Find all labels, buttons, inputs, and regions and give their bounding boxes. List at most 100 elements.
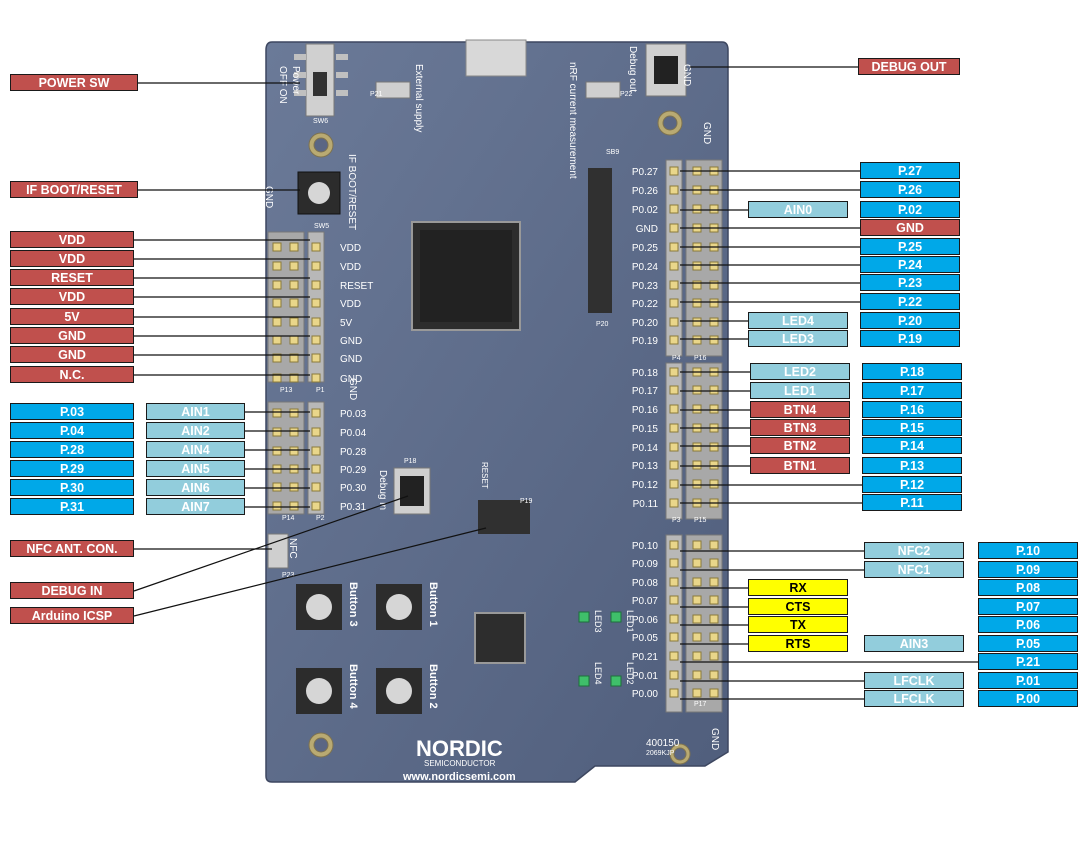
- label-p1-reset: RESET: [10, 269, 134, 286]
- header-pin: [272, 373, 282, 383]
- header-pin: [311, 242, 321, 252]
- label-p17-p06: P.06: [978, 616, 1078, 633]
- p4-pin-label: P0.19: [632, 336, 659, 347]
- header-pin: [669, 223, 679, 233]
- label-p3-p12: P.12: [862, 476, 962, 493]
- label-p3-p15: P.15: [862, 419, 962, 436]
- header-pin: [289, 446, 299, 456]
- header-name-silk: P20: [596, 321, 609, 328]
- p3-pin-label: P0.11: [633, 499, 659, 510]
- button2-silk: Button 2: [427, 664, 439, 709]
- label-arduino-icsp: Arduino ICSP: [10, 607, 134, 624]
- header-pin: [272, 353, 282, 363]
- leader-line: [133, 495, 409, 592]
- label-p17-p07: P.07: [978, 598, 1078, 615]
- label-p17-ain3: AIN3: [864, 635, 964, 652]
- header-pin: [709, 298, 719, 308]
- button4-silk: Button 4: [347, 664, 359, 709]
- label-p4-ain0: AIN0: [748, 201, 848, 218]
- label-p3-p17: P.17: [862, 382, 962, 399]
- usb-connector: [465, 39, 527, 77]
- header-pin: [669, 558, 679, 568]
- header-pin: [311, 464, 321, 474]
- label-if-boot-reset: IF BOOT/RESET: [10, 181, 138, 198]
- p14-header-body: [267, 401, 305, 515]
- label-p1-gnd-1: GND: [10, 327, 134, 344]
- header-pin: [289, 427, 299, 437]
- header-pin: [692, 335, 702, 345]
- label-p3-p14: P.14: [862, 437, 962, 454]
- header-pin: [709, 204, 719, 214]
- header-pin: [709, 688, 719, 698]
- debug-in-connector: [393, 467, 431, 515]
- header-pin: [709, 577, 719, 587]
- label-power-sw: POWER SW: [10, 74, 138, 91]
- header-pin: [272, 335, 282, 345]
- label-p1-vdd-2: VDD: [10, 250, 134, 267]
- header-pin: [709, 595, 719, 605]
- label-p3-p16: P.16: [862, 401, 962, 418]
- label-p2-ain2: AIN2: [146, 422, 245, 439]
- header-pin: [311, 446, 321, 456]
- header-pin: [709, 442, 719, 452]
- header-pin: [669, 498, 679, 508]
- p17-pin-label: P0.08: [632, 578, 659, 589]
- label-p17-cts: CTS: [748, 598, 848, 615]
- header-pin: [692, 632, 702, 642]
- header-pin: [272, 446, 282, 456]
- header-pin: [272, 280, 282, 290]
- p1-pin-label: RESET: [340, 281, 373, 292]
- p1-pin-label: VDD: [340, 299, 361, 310]
- label-p4-p26: P.26: [860, 181, 960, 198]
- p3-pin-label: P0.17: [632, 386, 659, 397]
- gnd-silk: GND: [681, 64, 692, 86]
- label-p4-led4: LED4: [748, 312, 848, 329]
- label-p4-p25: P.25: [860, 238, 960, 255]
- p3-pin-label: P0.16: [632, 405, 659, 416]
- p1-pin-label: 5V: [340, 318, 353, 329]
- header-pin: [289, 335, 299, 345]
- label-p17-p00: P.00: [978, 690, 1078, 707]
- header-pin: [709, 670, 719, 680]
- batch-text: 2069KJP: [646, 750, 675, 757]
- header-pin: [669, 423, 679, 433]
- leader-line: [133, 527, 487, 617]
- nrf-current-silk: nRF current measurement: [567, 62, 578, 179]
- header-pin: [272, 482, 282, 492]
- label-p2-ain6: AIN6: [146, 479, 245, 496]
- header-pin: [272, 261, 282, 271]
- header-pin: [692, 204, 702, 214]
- label-p2-p31: P.31: [10, 498, 134, 515]
- header-pin: [669, 460, 679, 470]
- led4-silk: LED4: [593, 662, 603, 685]
- header-pin: [669, 651, 679, 661]
- label-p4-p02: P.02: [860, 201, 960, 218]
- header-pin: [692, 404, 702, 414]
- silkscreen: VDDVDDRESETVDD5VGNDGNDGNDP0.03P0.04P0.28…: [263, 46, 720, 783]
- gnd-silk: GND: [701, 122, 712, 144]
- header-pin: [669, 688, 679, 698]
- p4-pin-label: P0.24: [632, 262, 659, 273]
- header-pin: [709, 651, 719, 661]
- p1-pin-label: VDD: [340, 243, 361, 254]
- p2-pin-label: P0.30: [340, 483, 367, 494]
- label-p3-btn4: BTN4: [750, 401, 850, 418]
- header-pin: [669, 204, 679, 214]
- header-pin: [311, 501, 321, 511]
- header-pin: [669, 632, 679, 642]
- header-pin: [289, 353, 299, 363]
- label-p3-p13: P.13: [862, 457, 962, 474]
- header-pin: [669, 317, 679, 327]
- reset-silk: RESET: [480, 462, 489, 489]
- header-name-silk: P4: [672, 355, 681, 362]
- header-pin: [311, 298, 321, 308]
- header-pin: [692, 479, 702, 489]
- header-pin: [692, 317, 702, 327]
- header-pin: [709, 558, 719, 568]
- p1-pin-label: GND: [340, 336, 362, 347]
- header-pin: [311, 482, 321, 492]
- p2-pin-label: P0.03: [340, 409, 367, 420]
- header-pin: [692, 460, 702, 470]
- power-silk: Power: [290, 66, 301, 95]
- header-pin: [669, 595, 679, 605]
